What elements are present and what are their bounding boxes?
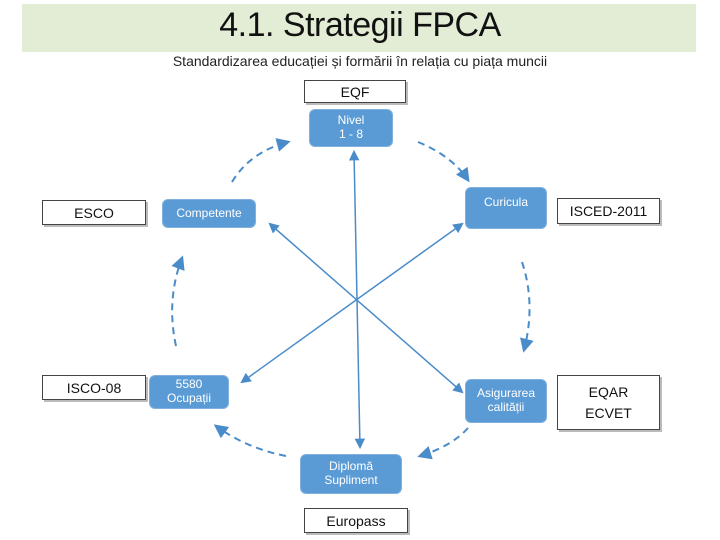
europass-box: Europass	[304, 508, 408, 533]
cycle-arrow-left	[171, 255, 185, 347]
isco-box: ISCO-08	[42, 375, 146, 400]
esco-box: ESCO	[42, 200, 146, 225]
node-nivel: Nivel 1 - 8	[310, 110, 392, 146]
cycle-arrow-top-right	[417, 141, 470, 183]
node-ocupatii: 5580 Ocupații	[150, 376, 228, 408]
cycle-arrow-bottom-left	[213, 424, 287, 457]
diagram-subtitle: Standardizarea educației și formării în …	[172, 53, 548, 69]
title-band	[22, 4, 696, 52]
node-diploma: Diplomă Supliment	[301, 455, 401, 493]
page-title: 4.1. Strategii FPCA	[219, 6, 501, 44]
node-competente: Competente	[163, 200, 255, 227]
node-curicula: Curicula	[466, 188, 546, 228]
axis-diagonal-down	[268, 222, 464, 394]
cycle-arrow-bottom-right	[417, 427, 469, 460]
axis-diagonal-up	[240, 222, 464, 384]
eqf-box: EQF	[304, 80, 406, 103]
isced-box: ISCED-2011	[557, 198, 660, 224]
cycle-arrow-right	[520, 261, 534, 353]
eqar-ecvet-box: EQAR ECVET	[557, 375, 660, 430]
cycle-arrow-top-left	[231, 138, 291, 183]
node-asigurarea: Asigurarea calității	[466, 380, 546, 422]
